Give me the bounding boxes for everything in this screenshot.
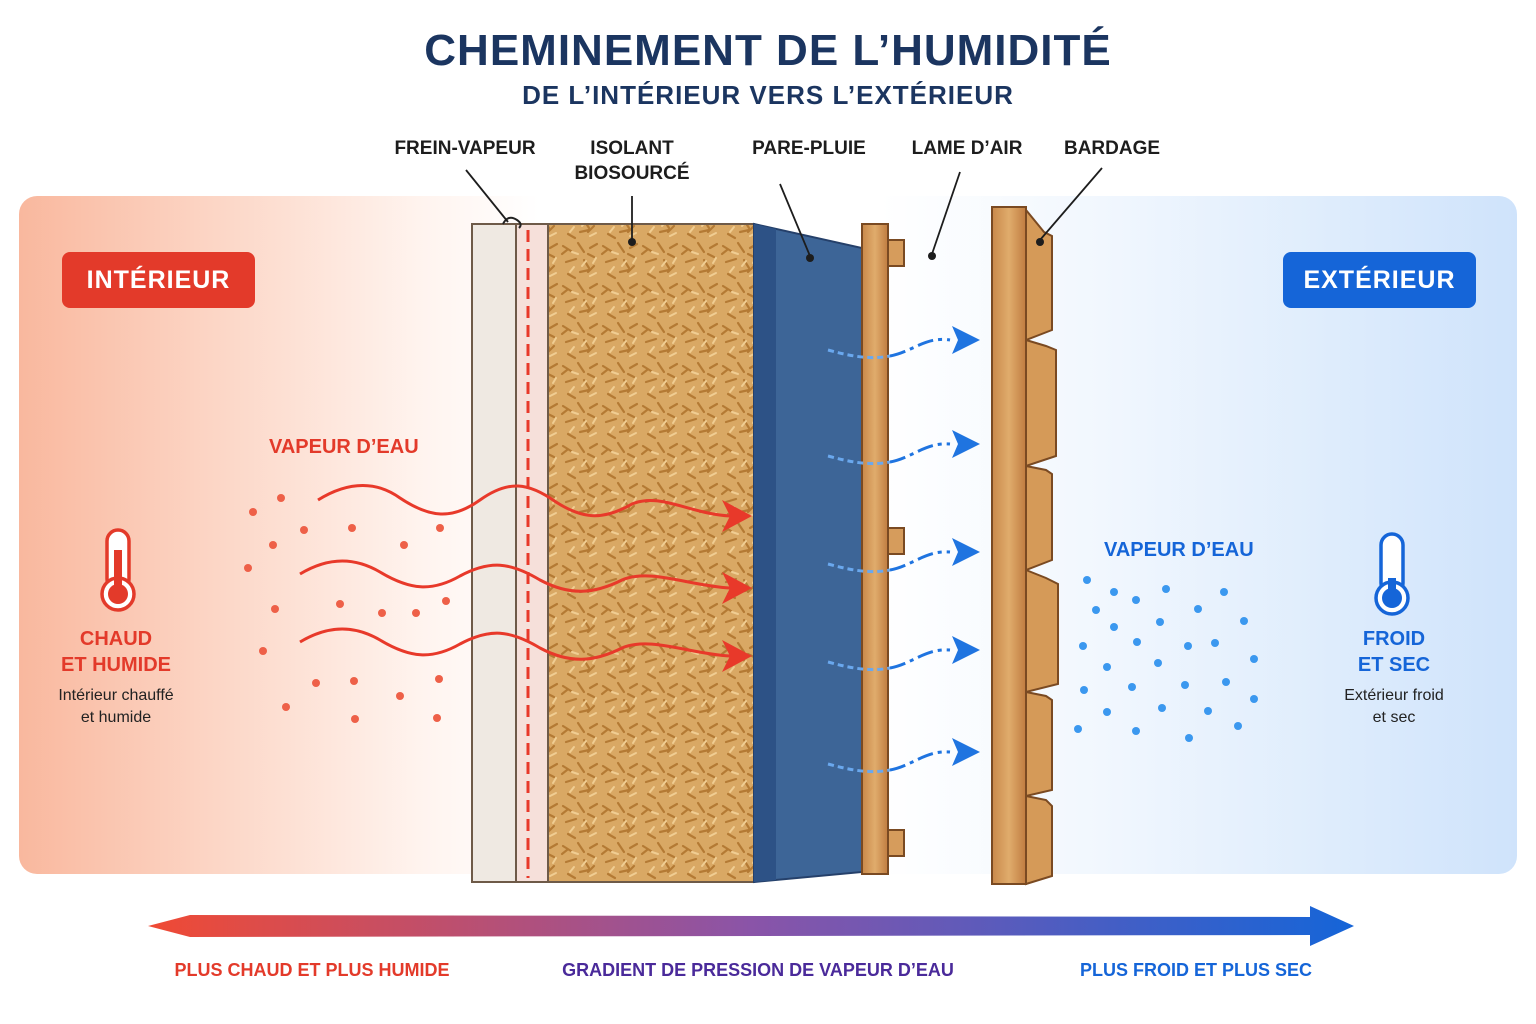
bio-insulation-layer [547,223,755,883]
batten [861,223,889,875]
interior-zone [19,196,539,874]
vapor-retarder-layer [515,223,549,883]
thermometer-cold-icon [1374,532,1410,616]
interior-description: Intérieur chauffé et humide [58,687,174,726]
cladding-back [991,206,1027,885]
exterior-badge: EXTÉRIEUR [1283,252,1476,308]
diagram-subtitle: DE L’INTÉRIEUR VERS L’EXTÉRIEUR [522,80,1014,110]
label-bardage: BARDAGE [1063,138,1161,159]
gradient-right-label: PLUS FROID ET PLUS SEC [1079,960,1313,980]
gradient-center-label: GRADIENT DE PRESSION DE VAPEUR D’EAU [562,960,954,980]
interior-vapor-arrows [299,484,731,661]
exterior-description: Extérieur froid et sec [1344,687,1444,726]
vapor-pressure-gradient-arrow [148,906,1354,946]
exterior-vapor-label: VAPEUR D’EAU [1104,539,1254,561]
label-lame-air: LAME D’AIR [911,138,1023,159]
cladding-boards [1025,207,1059,886]
interior-board [471,223,517,883]
exterior-zone [880,196,1517,874]
exterior-condition: FROID ET SEC [1357,628,1431,676]
interior-condition: CHAUD ET HUMIDE [61,628,171,676]
label-leaders [465,167,1103,257]
interior-badge: INTÉRIEUR [62,252,255,308]
gradient-left-label: PLUS CHAUD ET PLUS HUMIDE [174,960,450,980]
label-frein-vapeur: FREIN-VAPEUR [394,138,536,159]
interior-vapor-label: VAPEUR D’EAU [269,436,419,458]
thermometer-hot-icon [100,528,136,612]
diagram-title: CHEMINEMENT DE L’HUMIDITÉ [424,26,1112,75]
exterior-vapor-arrows [827,337,951,774]
label-isolant-biosource: ISOLANT BIOSOURCÉ [574,138,690,184]
exterior-vapor-dots [1074,576,1258,742]
label-pare-pluie: PARE-PLUIE [752,138,866,159]
interior-vapor-dots [244,494,450,723]
